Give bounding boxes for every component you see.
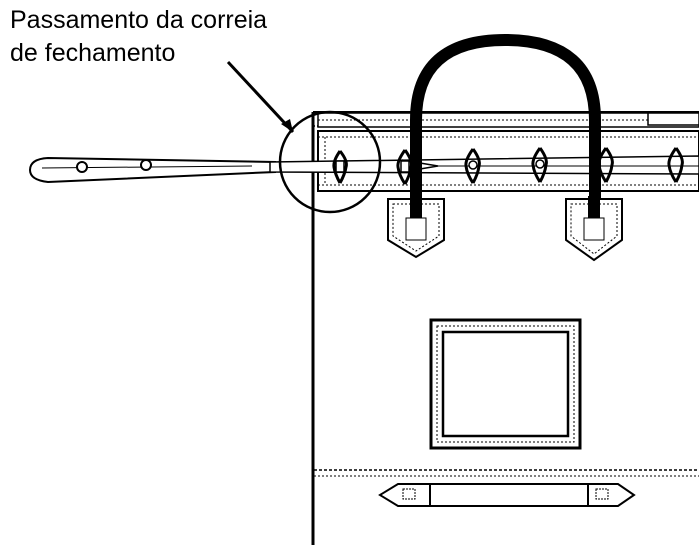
closing-strap-tip [28,156,276,184]
bottom-strap [378,483,636,507]
callout-circle [278,110,382,214]
callout-label-line-1: Passamento da correia [10,6,268,34]
strap-loop [667,147,684,183]
leader-arrowhead [281,119,293,132]
bottom-seam [314,469,699,477]
callout-label-line-2: de fechamento [10,39,176,67]
strap-loop [531,147,548,183]
strap-hole [140,159,152,171]
leader-line [226,60,295,134]
strap-loop [332,150,348,184]
handle [410,33,601,206]
strap-loops [332,147,684,185]
handle-tab-right [565,196,623,262]
callout-label: Passamento da correia de fechamento [10,4,267,70]
window-pocket [429,318,582,450]
top-rim [317,112,699,128]
strap-hole [76,161,88,173]
handle-tab-left [387,196,445,259]
strap-loop [464,148,481,184]
